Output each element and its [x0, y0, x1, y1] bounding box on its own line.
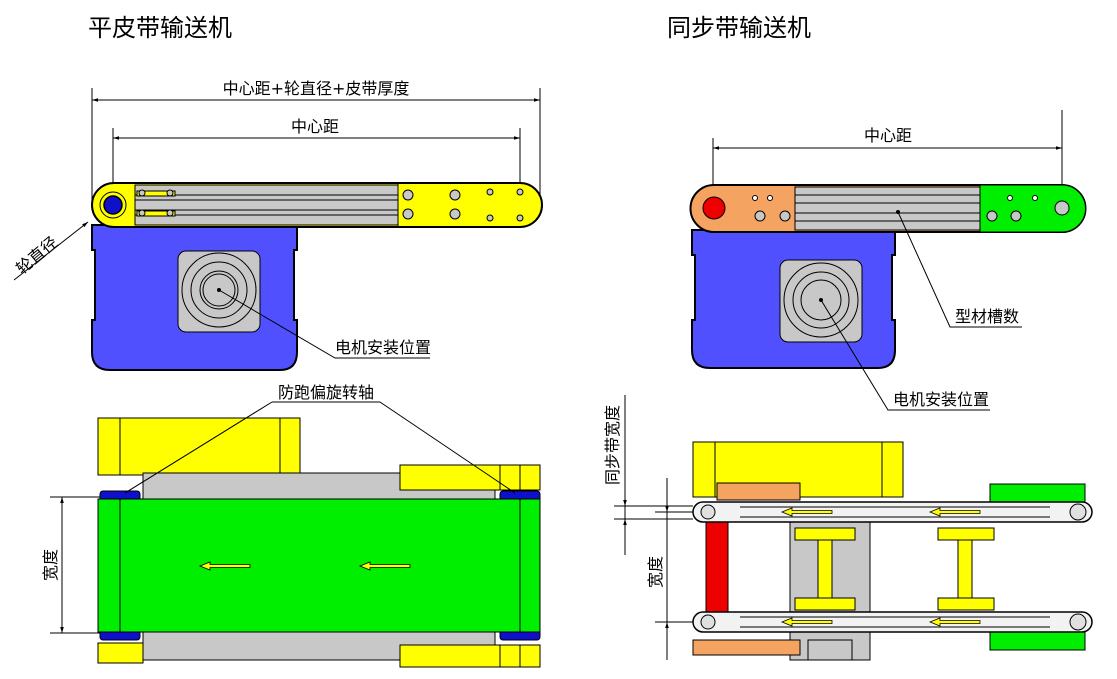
anti-deviation-leader: 防跑偏旋转轴	[124, 383, 516, 494]
left-title: 平皮带输送机	[88, 14, 232, 42]
left-motor-mount	[177, 250, 261, 333]
right-width-label: 宽度	[646, 556, 665, 588]
left-conveyor-top-view	[97, 417, 541, 668]
left-motor-leader: 电机安装位置	[218, 289, 431, 359]
right-motor-mount	[779, 259, 863, 343]
right-dim-center-label: 中心距	[864, 126, 912, 145]
left-width-label: 宽度	[41, 549, 60, 581]
left-motor-position-label: 电机安装位置	[335, 338, 431, 357]
dim-center-label: 中心距	[291, 117, 339, 136]
wheel-diameter-label: 轮直径	[12, 233, 61, 278]
left-conveyor-side-view	[91, 182, 543, 228]
anti-deviation-label: 防跑偏旋转轴	[278, 383, 374, 402]
timing-belt-width-label: 同步带宽度	[603, 405, 622, 485]
timing-belt-width-dimension: 同步带宽度	[603, 395, 693, 555]
right-conveyor-top-view	[692, 441, 1093, 661]
profile-slots-label: 型材槽数	[955, 307, 1019, 326]
right-conveyor-side-view	[689, 184, 1087, 233]
left-overall-dimension: 中心距+轮直径+皮带厚度	[91, 79, 541, 205]
dim-overall-label: 中心距+轮直径+皮带厚度	[223, 79, 410, 98]
right-motor-position-label: 电机安装位置	[893, 390, 989, 409]
left-width-dimension: 宽度	[41, 496, 100, 634]
profile-slots-leader: 型材槽数	[896, 210, 1022, 328]
wheel-diameter-leader: 轮直径	[12, 221, 89, 281]
right-width-dimension: 宽度	[646, 478, 693, 660]
right-motor-leader: 电机安装位置	[820, 299, 990, 411]
right-title: 同步带输送机	[667, 14, 811, 42]
